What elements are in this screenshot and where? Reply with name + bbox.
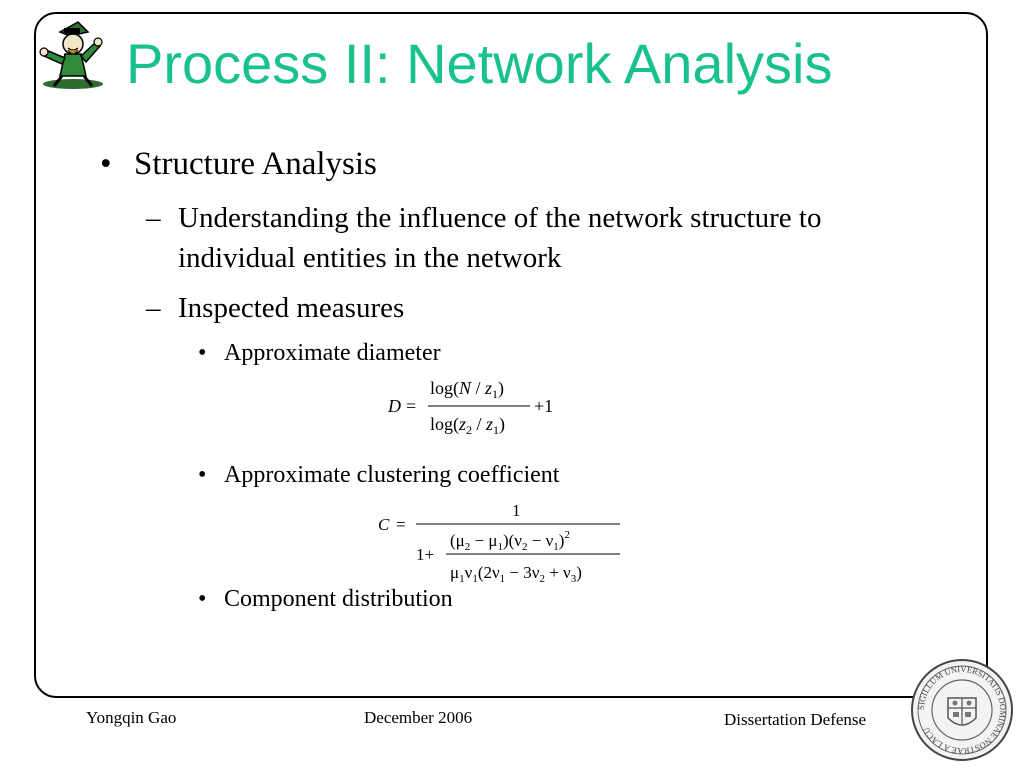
footer-author: Yongqin Gao xyxy=(86,708,177,727)
svg-text:log(z2 / z1): log(z2 / z1) xyxy=(430,414,505,437)
svg-text:1: 1 xyxy=(512,501,521,520)
svg-text:+1: +1 xyxy=(534,396,553,416)
footer-date: December 2006 xyxy=(364,708,473,727)
bullet-text: Structure Analysis xyxy=(134,146,377,182)
sub-bullet-text: Understanding the influence of the netwo… xyxy=(178,202,822,274)
dash-marker: – xyxy=(146,292,161,324)
bullet-marker: • xyxy=(198,586,207,612)
svg-text:log(N / z1): log(N / z1) xyxy=(430,378,504,401)
leprechaun-mascot-icon xyxy=(39,21,103,89)
slide-title: Process II: Network Analysis xyxy=(126,32,833,95)
item-text: Approximate diameter xyxy=(224,340,441,366)
svg-text:1+: 1+ xyxy=(416,545,434,564)
formula-lhs: D xyxy=(387,396,401,416)
sub-bullet-text: Inspected measures xyxy=(178,292,405,324)
svg-text:=: = xyxy=(396,515,406,534)
svg-text:=: = xyxy=(406,396,416,416)
bullet-marker: • xyxy=(100,146,112,182)
svg-text:C: C xyxy=(378,515,390,534)
university-seal-icon: SIGILLUM UNIVERSITATIS DOMINAE NOSTRAE A… xyxy=(911,659,1013,761)
bullet-marker: • xyxy=(198,340,207,366)
slide-frame xyxy=(34,12,988,698)
item-text: Approximate clustering coefficient xyxy=(224,462,560,488)
item-text: Component distribution xyxy=(224,586,453,612)
svg-text:μ1ν1(2ν1 − 3ν2 + ν3): μ1ν1(2ν1 − 3ν2 + ν3) xyxy=(450,563,582,584)
footer-event: Dissertation Defense xyxy=(724,710,867,729)
clustering-formula: C = 1 1+ (μ2 − μ1)(ν2 − ν1)2 μ1ν1(2ν1 − … xyxy=(376,498,626,584)
dash-marker: – xyxy=(146,202,161,234)
bullet-marker: • xyxy=(198,462,207,488)
diameter-formula: D = log(N / z1) log(z2 / z1) +1 xyxy=(384,376,574,442)
svg-text:(μ2 − μ1)(ν2 − ν1)2: (μ2 − μ1)(ν2 − ν1)2 xyxy=(450,529,570,553)
